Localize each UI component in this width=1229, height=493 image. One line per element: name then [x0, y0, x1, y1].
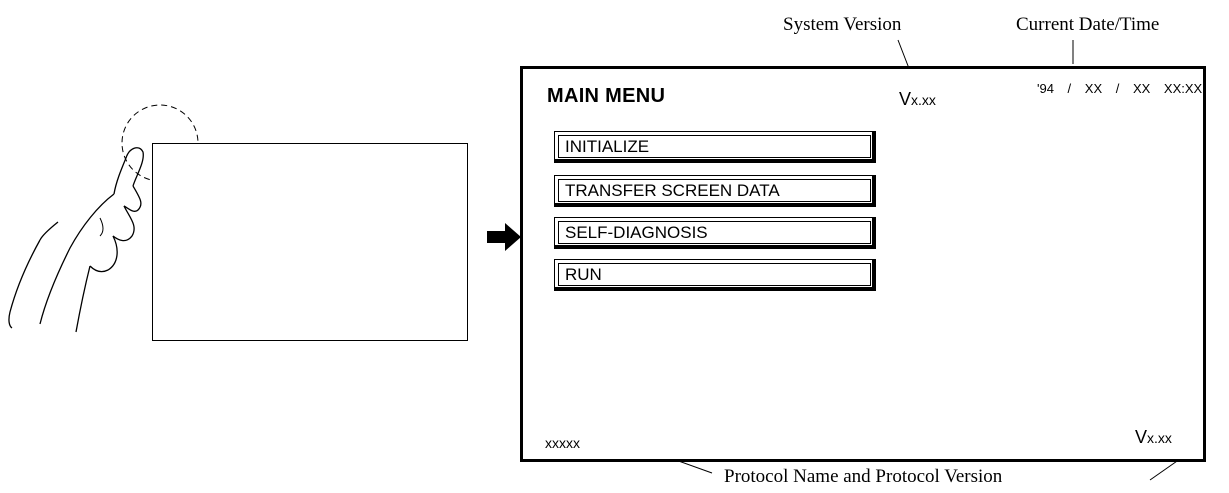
current-datetime: '94 / XX / XX XX:XX: [1037, 81, 1203, 96]
self-diagnosis-button[interactable]: SELF-DIAGNOSIS: [554, 217, 876, 249]
protocol-version-value: x.xx: [1147, 430, 1172, 446]
callout-current-datetime: Current Date/Time: [1016, 14, 1160, 35]
screen-title: MAIN MENU: [547, 85, 666, 107]
right-arrow-icon: [487, 223, 521, 251]
protocol-version-prefix: V: [1135, 427, 1148, 447]
blank-touch-panel: [152, 143, 468, 341]
initialize-button[interactable]: INITIALIZE: [554, 131, 876, 163]
callout-protocol: Protocol Name and Protocol Version: [724, 466, 1003, 487]
system-version-value: x.xx: [911, 92, 936, 108]
system-version: Vx.xx: [899, 89, 936, 110]
protocol-version: Vx.xx: [1135, 427, 1172, 448]
system-version-prefix: V: [899, 89, 912, 109]
callout-system-version: System Version: [783, 14, 902, 35]
protocol-name: xxxxx: [545, 435, 580, 451]
run-button[interactable]: RUN: [554, 259, 876, 291]
transfer-screen-data-button[interactable]: TRANSFER SCREEN DATA: [554, 175, 876, 207]
main-menu-screen: MAIN MENU Vx.xx '94 / XX / XX XX:XX INIT…: [520, 66, 1206, 462]
